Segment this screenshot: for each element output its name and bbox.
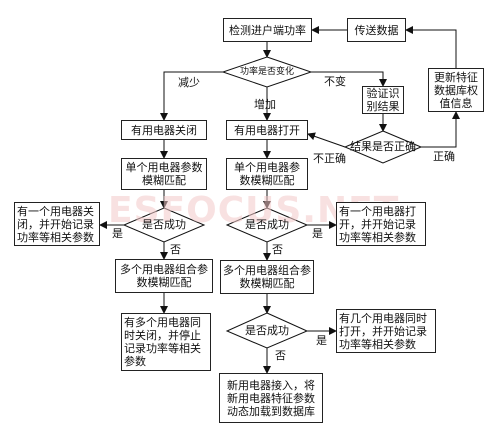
power-change-diamond (221, 56, 313, 88)
one-off-record-node: 有一个用电器关闭，并开始记录功率等相关参数 (14, 202, 100, 246)
edge-label-no-left: 否 (170, 243, 181, 256)
edge-label-yes-left: 是 (112, 227, 123, 240)
success-mid-label: 是否成功 (245, 218, 289, 231)
edge-incorrect (307, 132, 346, 148)
appliance-off-node: 有用电器关闭 (121, 120, 207, 140)
edge-label-incorrect: 不正确 (313, 152, 346, 165)
success-mid-diamond (225, 207, 309, 243)
edge-unchanged (311, 71, 387, 87)
edge-label-unchanged: 不变 (324, 75, 346, 88)
several-on-record-node: 有几个用电器同时打开，并开始记录功率等相关参数 (336, 309, 436, 353)
edge-label-increase: 增加 (254, 98, 276, 111)
edge-decrease (160, 71, 223, 121)
edge-update-to-send (405, 26, 457, 68)
send-data-node: 传送数据 (347, 18, 406, 42)
one-on-record-node: 有一个用电器打开，并开始记录功率等相关参数 (336, 202, 426, 246)
multi-combo-right-node: 多个用电器组合参数模糊匹配 (220, 260, 314, 294)
success-left-diamond (122, 207, 206, 243)
edge-correct (421, 111, 460, 148)
result-correct-label: 结果是否正确 (350, 140, 416, 153)
success-left-label: 是否成功 (142, 218, 186, 231)
verify-result-node: 验证识别结果 (362, 86, 404, 114)
single-fuzzy-left-node: 单个用电器参数模糊匹配 (121, 158, 207, 190)
appliance-on-node: 有用电器打开 (226, 120, 308, 140)
success-bottom-label: 是否成功 (245, 323, 289, 337)
detect-power-node: 检测进户端功率 (223, 18, 312, 42)
power-change-label: 功率是否变化 (239, 67, 294, 77)
single-fuzzy-right-node: 单个用电器参数模糊匹配 (226, 158, 308, 190)
edge-label-yes-bottom: 是 (316, 334, 327, 347)
update-db-node: 更新特征数据库权值信息 (428, 68, 484, 112)
result-correct-diamond (343, 130, 423, 164)
edge-label-correct: 正确 (433, 150, 455, 163)
multi-combo-left-node: 多个用电器组合参数模糊匹配 (115, 259, 213, 293)
success-bottom-diamond (225, 312, 309, 349)
edge-label-decrease: 减少 (178, 76, 200, 89)
new-appliance-node: 新用电器接入，将新用电器特征参数动态加载到数据库 (219, 373, 323, 423)
edge-label-yes-mid: 是 (312, 227, 323, 240)
edge-label-no-bottom: 否 (275, 349, 286, 362)
multi-off-stop-node: 有多个用电器同时关闭，并停止记录功率等相关参数 (121, 313, 211, 371)
edge-label-no-mid: 否 (272, 243, 283, 256)
